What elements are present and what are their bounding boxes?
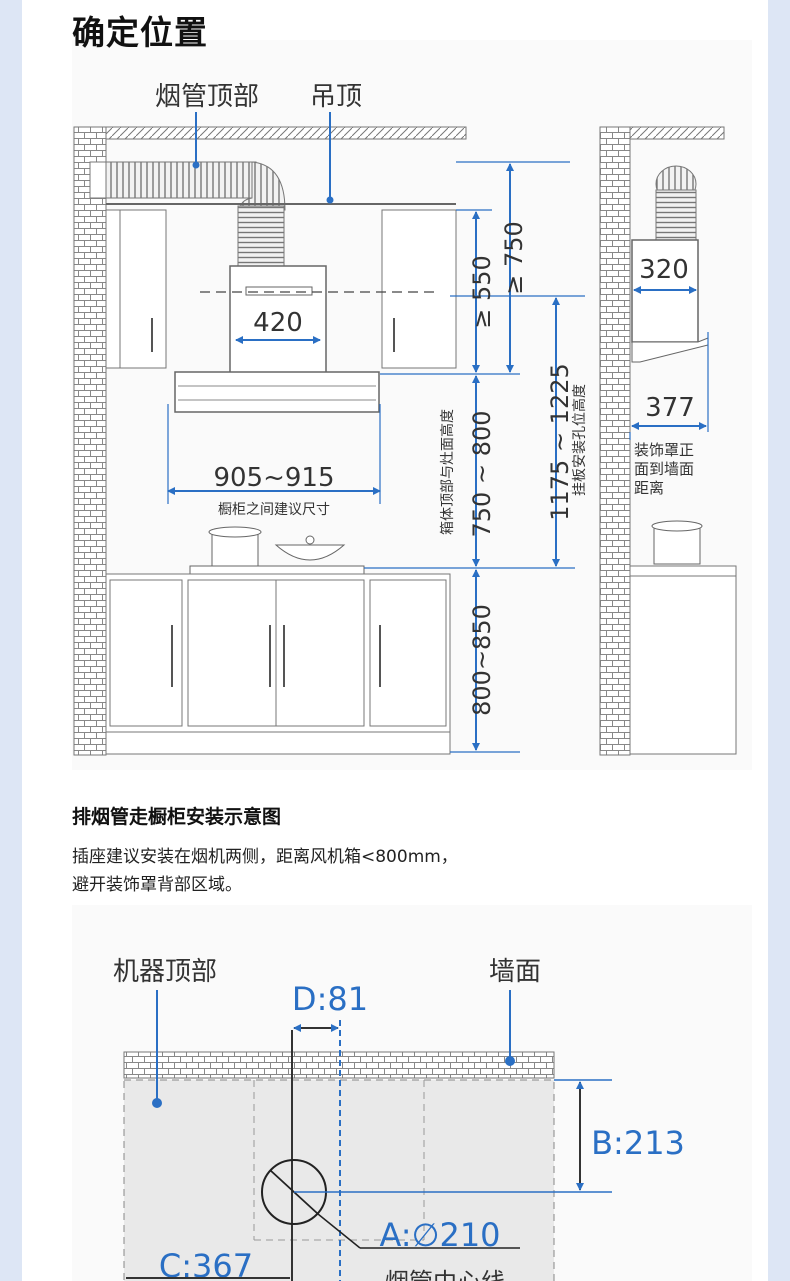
counter-height-label: 800~850 xyxy=(468,604,496,716)
cover-note-line3: 距离 xyxy=(634,479,664,497)
width-420-label: 420 xyxy=(253,308,303,338)
caption-heading: 排烟管走橱柜安装示意图 xyxy=(72,806,282,828)
caption-line-1: 插座建议安装在烟机两侧，距离风机箱<800mm， xyxy=(72,847,458,867)
flue-center-label: 烟管中心线 xyxy=(385,1268,505,1281)
mount-height-label: 1175 ~ 1225 xyxy=(546,363,574,521)
range-hood xyxy=(174,265,380,413)
mount-height-note: 挂板安装孔位高度 xyxy=(571,384,588,496)
flue-position-diagram: D:81 A:∅210 B:213 C:367 机器顶部 墙面 烟管中心线 xyxy=(113,957,685,1281)
cabinet-gap-note: 橱柜之间建议尺寸 xyxy=(218,502,330,518)
caption-line-2: 避开装饰罩背部区域。 xyxy=(72,875,242,895)
base-cabinets xyxy=(105,573,451,755)
cabinet-gap-label: 905~915 xyxy=(213,463,334,493)
ceiling-label: 吊顶 xyxy=(310,82,362,112)
cover-note-line1: 装饰罩正 xyxy=(634,441,694,459)
installation-diagram: 420 905~915 橱柜之间建议尺寸 烟管顶部 吊顶 ≥ 550 xyxy=(73,82,737,756)
d-81-label: D:81 xyxy=(292,980,368,1018)
hood-to-stove-label: 750 ~ 800 xyxy=(468,411,496,538)
b-213-label: B:213 xyxy=(591,1124,685,1162)
machine-top-label: 机器顶部 xyxy=(113,957,217,987)
width-320-label: 320 xyxy=(639,255,689,285)
upper-cabinets xyxy=(105,209,457,369)
dim-750-label: ≥ 750 xyxy=(500,221,528,295)
wall-label: 墙面 xyxy=(489,957,541,987)
depth-377-label: 377 xyxy=(645,393,695,423)
cover-note-line2: 面到墙面 xyxy=(634,460,694,478)
exhaust-duct xyxy=(89,161,286,269)
a-210-label: A:∅210 xyxy=(379,1216,500,1254)
flue-top-label: 烟管顶部 xyxy=(155,82,259,112)
side-view xyxy=(599,126,737,756)
page-title: 确定位置 xyxy=(72,13,208,52)
dim-550-label: ≥ 550 xyxy=(468,255,496,329)
hood-to-stove-note: 箱体顶部与灶面高度 xyxy=(439,409,456,535)
c-367-label: C:367 xyxy=(159,1247,253,1281)
cookware xyxy=(189,526,365,575)
